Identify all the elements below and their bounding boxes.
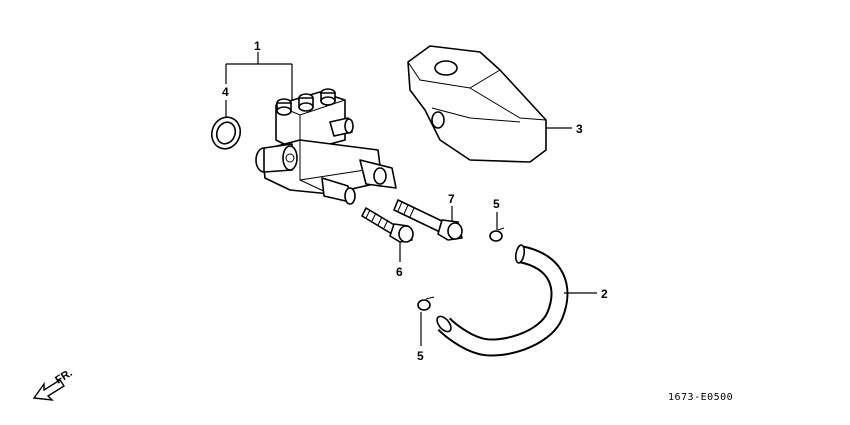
front-arrow-icon — [32, 379, 65, 401]
clip-5-lower-part — [417, 296, 435, 311]
clip-5-upper-part — [489, 227, 505, 242]
callout-5-lower: 5 — [417, 349, 424, 363]
callout-4: 4 — [222, 85, 229, 99]
callout-3: 3 — [576, 122, 583, 136]
o-ring-part — [210, 116, 242, 150]
callout-5-upper: 5 — [493, 197, 500, 211]
cover-part — [407, 45, 547, 163]
callout-6: 6 — [396, 265, 403, 279]
bolt-6-part — [361, 207, 414, 243]
callout-2: 2 — [601, 287, 608, 301]
diagram-code: 1673-E0500 — [668, 392, 733, 403]
valve-assembly-part — [255, 88, 397, 205]
hose-part — [436, 244, 569, 357]
callout-1: 1 — [254, 39, 261, 53]
callout-7: 7 — [448, 192, 455, 206]
leader-1 — [225, 52, 293, 100]
bolt-7-part — [393, 199, 463, 241]
